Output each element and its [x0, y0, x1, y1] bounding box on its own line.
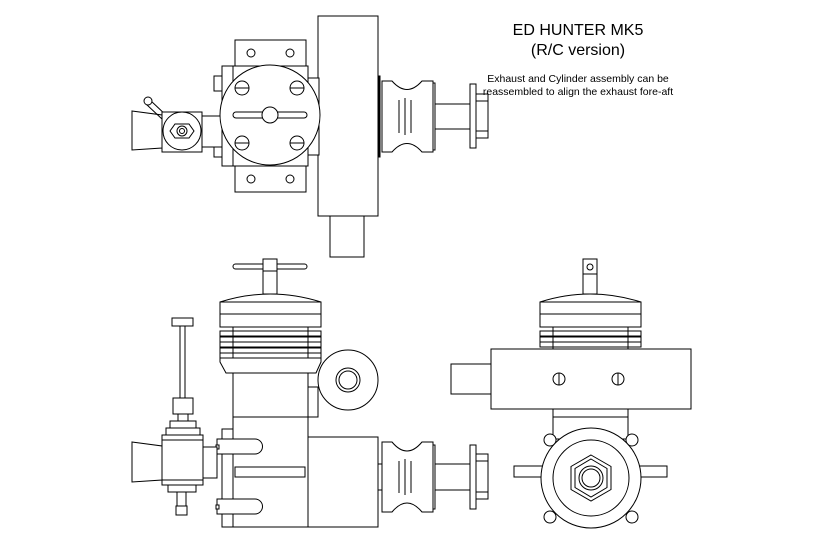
intake-cone: [131, 110, 163, 151]
mount-hole: [246, 174, 256, 184]
head-dome: [219, 293, 322, 303]
upper-mount-tab: [234, 39, 307, 67]
top-view: [131, 15, 489, 258]
mount-hole: [246, 48, 256, 58]
exhaust-port: [307, 386, 319, 418]
mount-lug-left: [513, 465, 545, 478]
prop-driver: [381, 80, 434, 153]
drawing-title: ED HUNTER MK5: [512, 22, 644, 39]
prop-nut: [475, 453, 489, 500]
fuel-nipple: [176, 491, 187, 507]
prop-washer: [469, 83, 477, 149]
transfer-slot: [234, 466, 306, 478]
prop-shaft: [434, 103, 471, 130]
rear-shaft-housing: [450, 363, 492, 395]
intake-tube: [202, 446, 218, 479]
cooling-fins: [219, 327, 322, 374]
lower-mount-tab: [234, 165, 307, 193]
mounting-plate: [317, 15, 379, 217]
head-dome: [539, 293, 642, 303]
case-lug: [213, 75, 223, 92]
front-housing: [307, 436, 379, 528]
head-screws: [234, 80, 305, 151]
front-view: [450, 258, 692, 529]
mount-hole: [285, 174, 295, 184]
side-view: [131, 258, 489, 528]
prop-driver: [381, 441, 434, 513]
needle-hub: [261, 106, 279, 124]
backplate: [221, 428, 234, 528]
needle-valve-block: [172, 397, 194, 415]
throttle-arm-pivot: [143, 96, 153, 106]
carburettor-body: [161, 434, 204, 486]
compression-screw: [262, 258, 278, 295]
intake-cone: [131, 441, 163, 483]
plate-screws: [552, 372, 625, 386]
assembly-note: Exhaust and Cylinder assembly can be rea…: [482, 73, 674, 98]
case-slot-upper: [216, 438, 263, 455]
prop-shaft: [434, 463, 471, 491]
prop-nut: [475, 93, 489, 139]
mount-lug-right: [636, 465, 668, 478]
mount-hole: [285, 48, 295, 58]
needle-valve-stem: [179, 325, 186, 399]
needle-valve-cap: [171, 317, 194, 327]
case-slot-lower: [216, 498, 263, 515]
thrust-washer: [377, 75, 381, 158]
intake-tube: [201, 115, 223, 148]
prop-washer: [469, 444, 477, 510]
rear-shaft-housing: [329, 215, 365, 258]
mounting-plate: [490, 348, 692, 410]
drawing-subtitle: (R/C version): [530, 42, 626, 59]
